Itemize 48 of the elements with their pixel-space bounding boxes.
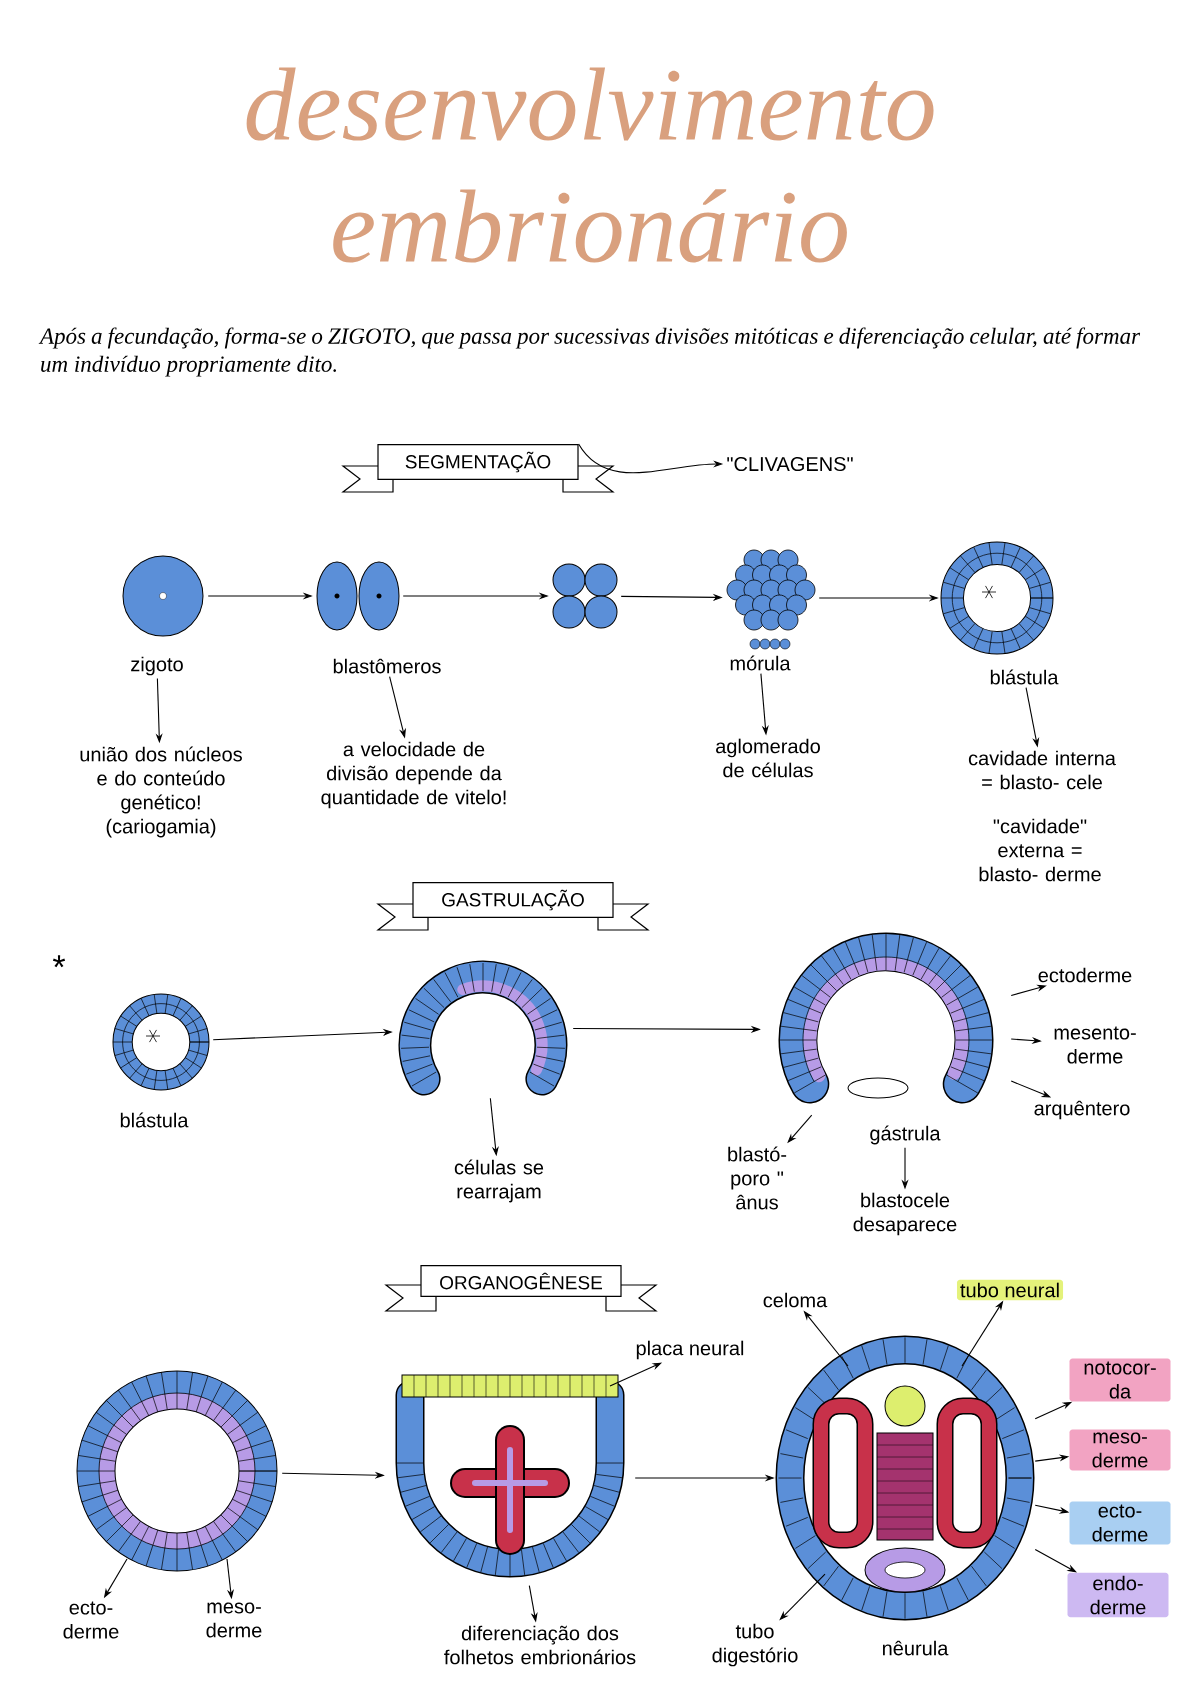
part-label: mesento- derme	[1054, 1026, 1136, 1064]
embryo-drawing	[76, 1370, 278, 1572]
note-text: cavidade interna = blasto- cele	[968, 750, 1116, 790]
neurula-drawing	[775, 1335, 1035, 1621]
part-label: meso- derme	[206, 1602, 262, 1638]
stage-label: nêurula	[883, 1640, 949, 1656]
stage-label: gástrula	[870, 1125, 941, 1145]
stage-label: blastômeros	[333, 658, 441, 674]
note-text: células se rearrajam	[454, 1159, 544, 1203]
blastula-drawing	[940, 541, 1054, 655]
part-label: endo- derme	[1067, 1572, 1169, 1618]
note-text: diferenciação dos folhetos embrionários	[444, 1625, 636, 1665]
embryo-drawing	[398, 960, 568, 1096]
part-label: arquêntero	[1034, 1100, 1130, 1120]
banner: GASTRULAÇÃO	[376, 882, 650, 931]
embryo-drawing	[395, 1374, 625, 1578]
part-label: meso- derme	[1069, 1429, 1171, 1471]
stage-label: blástula	[120, 1112, 189, 1128]
part-label: ectoderme	[1038, 967, 1132, 983]
part-label: tubo digestório	[712, 1623, 798, 1667]
gastrula-drawing	[778, 932, 994, 1104]
note-text: aglomerado de células	[716, 738, 820, 778]
arrow	[1034, 1548, 1077, 1573]
part-label: tubo neural	[956, 1279, 1064, 1301]
banner: ORGANOGÊNESE	[384, 1265, 658, 1312]
title: desenvolvimento embrionário	[246, 67, 934, 263]
banner: SEGMENTAÇÃO	[341, 444, 615, 493]
zygote-drawing	[122, 555, 204, 637]
part-label: ecto- derme	[1069, 1501, 1171, 1545]
stage-label: mórula	[730, 655, 791, 671]
quoted-text: "CLIVAGENS"	[727, 456, 853, 472]
part-label: celoma	[763, 1292, 828, 1308]
stage-label: zigoto	[131, 656, 183, 676]
stage-label: blástula	[990, 669, 1059, 685]
note-text: a velocidade de divisão depende da quantidade de vitelo!	[321, 741, 506, 809]
part-label: notocor- da	[1069, 1358, 1171, 1402]
four-cell-drawing	[552, 563, 618, 629]
blastula-drawing	[112, 993, 210, 1091]
note-text: blastocele desaparece	[853, 1192, 957, 1236]
morula-drawing	[726, 549, 816, 650]
part-label: placa neural	[636, 1340, 744, 1360]
note-text: união dos núcleos e do conteúdo genético! (cariogamia)	[80, 746, 242, 838]
part-label: blastó- poro " ânus	[728, 1146, 787, 1210]
note-text: "cavidade" externa = blasto- derme	[979, 818, 1101, 882]
asterisk-mark: *	[52, 955, 66, 968]
intro-text: Após a fecundação, forma-se o ZIGOTO, que passa por sucessivas divisões mitóticas e diferenciação celular, até formar um indivíduo propriamente dito.	[38, 327, 1141, 377]
two-cell-drawing	[316, 561, 400, 631]
part-label: ecto- derme	[63, 1601, 119, 1639]
